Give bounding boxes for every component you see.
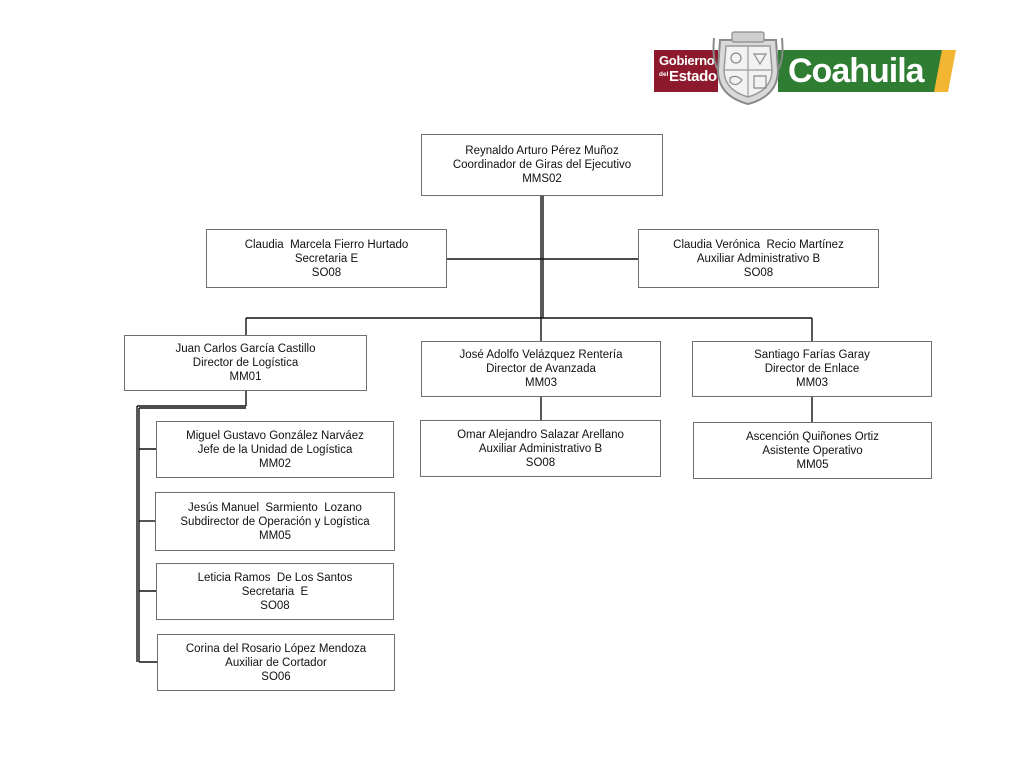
org-box-logistics-unit-head: Miguel Gustavo González Narváez Jefe de … (156, 421, 394, 478)
org-box-operations-subdirector: Jesús Manuel Sarmiento Lozano Subdirecto… (155, 492, 395, 551)
job-title: Jefe de la Unidad de Logística (197, 443, 353, 456)
org-box-advance-assistant: Omar Alejandro Salazar Arellano Auxiliar… (420, 420, 661, 477)
position-code: MM03 (796, 377, 828, 389)
position-code: MM05 (259, 529, 291, 542)
logo-text-del: del (659, 71, 669, 78)
position-code: SO08 (311, 266, 342, 279)
coahuila-government-logo: Gobierno del Estado Coahuila (654, 28, 956, 108)
org-box-logistics-secretary: Leticia Ramos De Los Santos Secretaria E… (156, 563, 394, 620)
job-title: Subdirector de Operación y Logística (180, 515, 370, 528)
position-code: SO06 (261, 670, 291, 683)
position-code: MM02 (259, 457, 291, 470)
job-title: Asistente Operativo (762, 444, 863, 457)
position-code: MM01 (229, 371, 262, 383)
job-title: Coordinador de Giras del Ejecutivo (452, 159, 632, 171)
job-title: Director de Logística (192, 357, 299, 369)
logo-text-state: Coahuila (788, 52, 925, 90)
person-name: Claudia Verónica Recio Martínez (673, 238, 844, 251)
position-code: MMS02 (522, 173, 562, 185)
position-code: SO08 (260, 599, 290, 612)
person-name: Juan Carlos García Castillo (175, 343, 316, 355)
person-name: Reynaldo Arturo Pérez Muñoz (465, 145, 619, 157)
position-code: MM05 (796, 458, 829, 471)
job-title: Secretaria E (294, 252, 359, 265)
org-box-coordinator: Reynaldo Arturo Pérez Muñoz Coordinador … (421, 134, 663, 196)
job-title: Secretaria E (241, 585, 309, 598)
person-name: Claudia Marcela Fierro Hurtado (244, 238, 409, 251)
job-title: Auxiliar de Cortador (225, 656, 327, 669)
job-title: Director de Enlace (764, 363, 860, 375)
org-box-logistics-director: Juan Carlos García Castillo Director de … (124, 335, 367, 391)
position-code: MM03 (525, 377, 557, 389)
person-name: Corina del Rosario López Mendoza (185, 642, 367, 655)
person-name: Ascención Quiñones Ortiz (746, 430, 879, 443)
org-box-staff-secretary: Claudia Marcela Fierro Hurtado Secretari… (206, 229, 447, 288)
logo-text-gobierno: Gobierno (659, 53, 715, 68)
org-box-staff-admin-assistant: Claudia Verónica Recio Martínez Auxiliar… (638, 229, 879, 288)
state-name-banner: Coahuila (778, 50, 946, 92)
person-name: Omar Alejandro Salazar Arellano (457, 428, 624, 441)
job-title: Auxiliar Administrativo B (696, 252, 821, 265)
gobierno-del-estado-badge: Gobierno del Estado (654, 50, 718, 92)
logo-gold-stripe-icon (934, 50, 956, 92)
org-box-advance-director: José Adolfo Velázquez Rentería Director … (421, 341, 661, 397)
position-code: SO08 (743, 266, 774, 279)
org-box-liaison-assistant: Ascención Quiñones Ortiz Asistente Opera… (693, 422, 932, 479)
person-name: Jesús Manuel Sarmiento Lozano (188, 501, 362, 514)
job-title: Director de Avanzada (486, 363, 596, 375)
logo-text-estado: Estado (669, 68, 717, 85)
position-code: SO08 (525, 456, 556, 469)
person-name: Miguel Gustavo González Narváez (186, 429, 364, 442)
job-title: Auxiliar Administrativo B (478, 442, 603, 455)
person-name: José Adolfo Velázquez Rentería (459, 349, 623, 361)
state-coat-of-arms-icon (712, 31, 784, 106)
org-box-liaison-director: Santiago Farías Garay Director de Enlace… (692, 341, 932, 397)
person-name: Leticia Ramos De Los Santos (197, 571, 353, 584)
person-name: Santiago Farías Garay (754, 349, 870, 361)
org-box-cutter-assistant: Corina del Rosario López Mendoza Auxilia… (157, 634, 395, 691)
